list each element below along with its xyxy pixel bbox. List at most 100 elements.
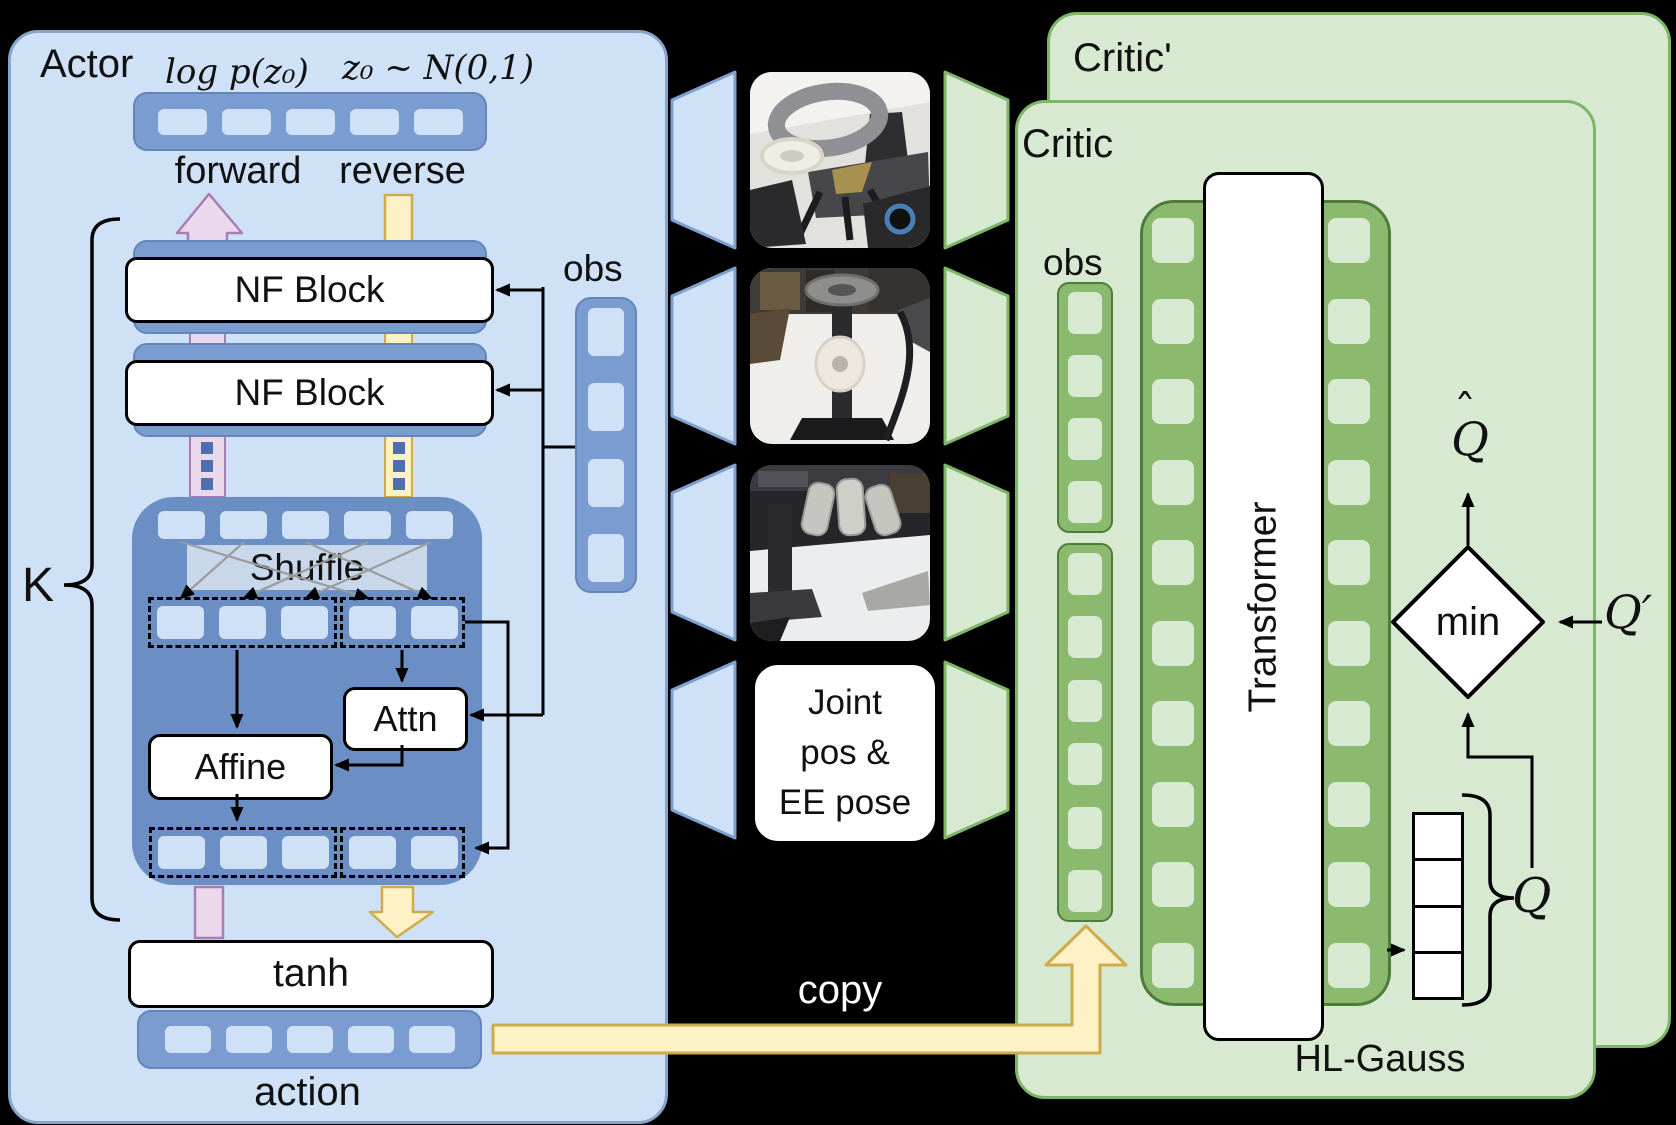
proprio-state-box: Joint pos & EE pose <box>752 662 938 844</box>
token <box>1328 298 1370 344</box>
nf-block-2-label: NF Block <box>234 372 385 413</box>
token <box>1152 942 1194 988</box>
token <box>225 1026 272 1053</box>
camera-image-3 <box>750 465 930 641</box>
token <box>219 606 266 639</box>
reverse-shaft-top <box>383 193 414 244</box>
min-label: min <box>1435 600 1501 644</box>
token <box>1328 459 1370 505</box>
token <box>1152 459 1194 505</box>
actor-encoder-trapezoid-2 <box>670 266 737 446</box>
token <box>220 836 267 869</box>
token <box>406 511 453 539</box>
transformer-input-tokens <box>1152 218 1194 988</box>
transformer-output-tokens <box>1328 218 1370 988</box>
token <box>413 108 463 135</box>
token <box>1068 806 1102 849</box>
token <box>347 1026 394 1053</box>
token <box>1152 379 1194 425</box>
attention-box: Attn <box>343 687 468 751</box>
forward-label: forward <box>174 150 302 192</box>
token <box>158 511 205 539</box>
token <box>164 1026 211 1053</box>
token <box>1328 781 1370 827</box>
token <box>282 511 329 539</box>
token <box>1328 620 1370 666</box>
token <box>1152 781 1194 827</box>
k-repeat-brace <box>63 217 121 922</box>
token <box>1328 540 1370 586</box>
token <box>588 308 624 356</box>
token <box>411 606 458 639</box>
critic-obs-label: obs <box>1043 242 1103 283</box>
critic-encoder-trapezoid-4 <box>943 660 1010 840</box>
critic-obs-token-column-1 <box>1057 282 1113 533</box>
actor-math-prior: z₀ ~ N(0,1) <box>342 48 534 88</box>
q-label: Q <box>1512 868 1552 924</box>
token <box>588 458 624 507</box>
critic-encoder-trapezoid-1 <box>943 70 1010 250</box>
tanh-label: tanh <box>273 952 349 995</box>
q-prime-label: Q′ <box>1604 585 1653 639</box>
token <box>221 108 271 135</box>
obs-feed-line <box>541 287 575 715</box>
actor-encoder-trapezoids <box>670 70 737 840</box>
token <box>588 533 624 582</box>
q-hat-accent: ˆ <box>1454 386 1476 437</box>
actor-obs-token-column <box>575 297 637 593</box>
token <box>588 383 624 432</box>
token <box>1328 862 1370 908</box>
token <box>1328 218 1370 263</box>
actor-encoder-trapezoid-3 <box>670 463 737 642</box>
output-left-tokens <box>149 827 337 878</box>
output-right-tokens <box>340 827 465 878</box>
token <box>1068 679 1102 722</box>
token <box>344 511 391 539</box>
token <box>1068 743 1102 786</box>
camera-image-2 <box>750 268 930 444</box>
token <box>1068 355 1102 397</box>
hl-gauss-bin <box>1415 861 1461 908</box>
token <box>349 108 399 135</box>
token <box>158 836 205 869</box>
actor-obs-label: obs <box>563 248 623 289</box>
hl-gauss-histogram <box>1412 812 1464 1000</box>
actor-encoder-trapezoid-1 <box>670 70 737 250</box>
split-right-tokens <box>340 597 465 648</box>
affine-label: Affine <box>194 746 287 787</box>
token <box>157 606 204 639</box>
token <box>1068 481 1102 523</box>
reverse-down-arrow <box>368 885 435 939</box>
token <box>1328 379 1370 425</box>
actor-encoder-trapezoid-4 <box>670 660 737 840</box>
hl-gauss-bin <box>1415 908 1461 954</box>
token <box>1328 701 1370 747</box>
critic-target-title: Critic' <box>1073 36 1172 80</box>
attention-label: Attn <box>373 698 438 739</box>
k-repeat-label: K <box>22 559 55 612</box>
action-label: action <box>254 1070 361 1114</box>
coupling-input-tokens <box>158 511 453 539</box>
hl-gauss-bin <box>1415 815 1461 862</box>
attn-to-affine-arrow <box>334 745 404 772</box>
actor-math-logprob: log p(z₀) <box>165 52 309 92</box>
state-line-2: pos & <box>800 733 890 773</box>
token <box>1152 701 1194 747</box>
token <box>349 836 396 869</box>
affine-box: Affine <box>148 734 333 800</box>
token <box>282 836 329 869</box>
tanh-box: tanh <box>128 940 494 1008</box>
token <box>1152 298 1194 344</box>
token <box>1068 616 1102 659</box>
token <box>285 108 335 135</box>
state-line-3: EE pose <box>778 782 912 822</box>
token <box>1152 862 1194 908</box>
q-brace <box>1461 793 1515 1007</box>
reverse-dots <box>393 442 405 490</box>
copy-arrow <box>491 924 1128 1055</box>
camera-image-1 <box>750 72 930 248</box>
token <box>349 606 396 639</box>
q-hat-letter: Q <box>1451 412 1489 466</box>
token <box>1068 292 1102 334</box>
